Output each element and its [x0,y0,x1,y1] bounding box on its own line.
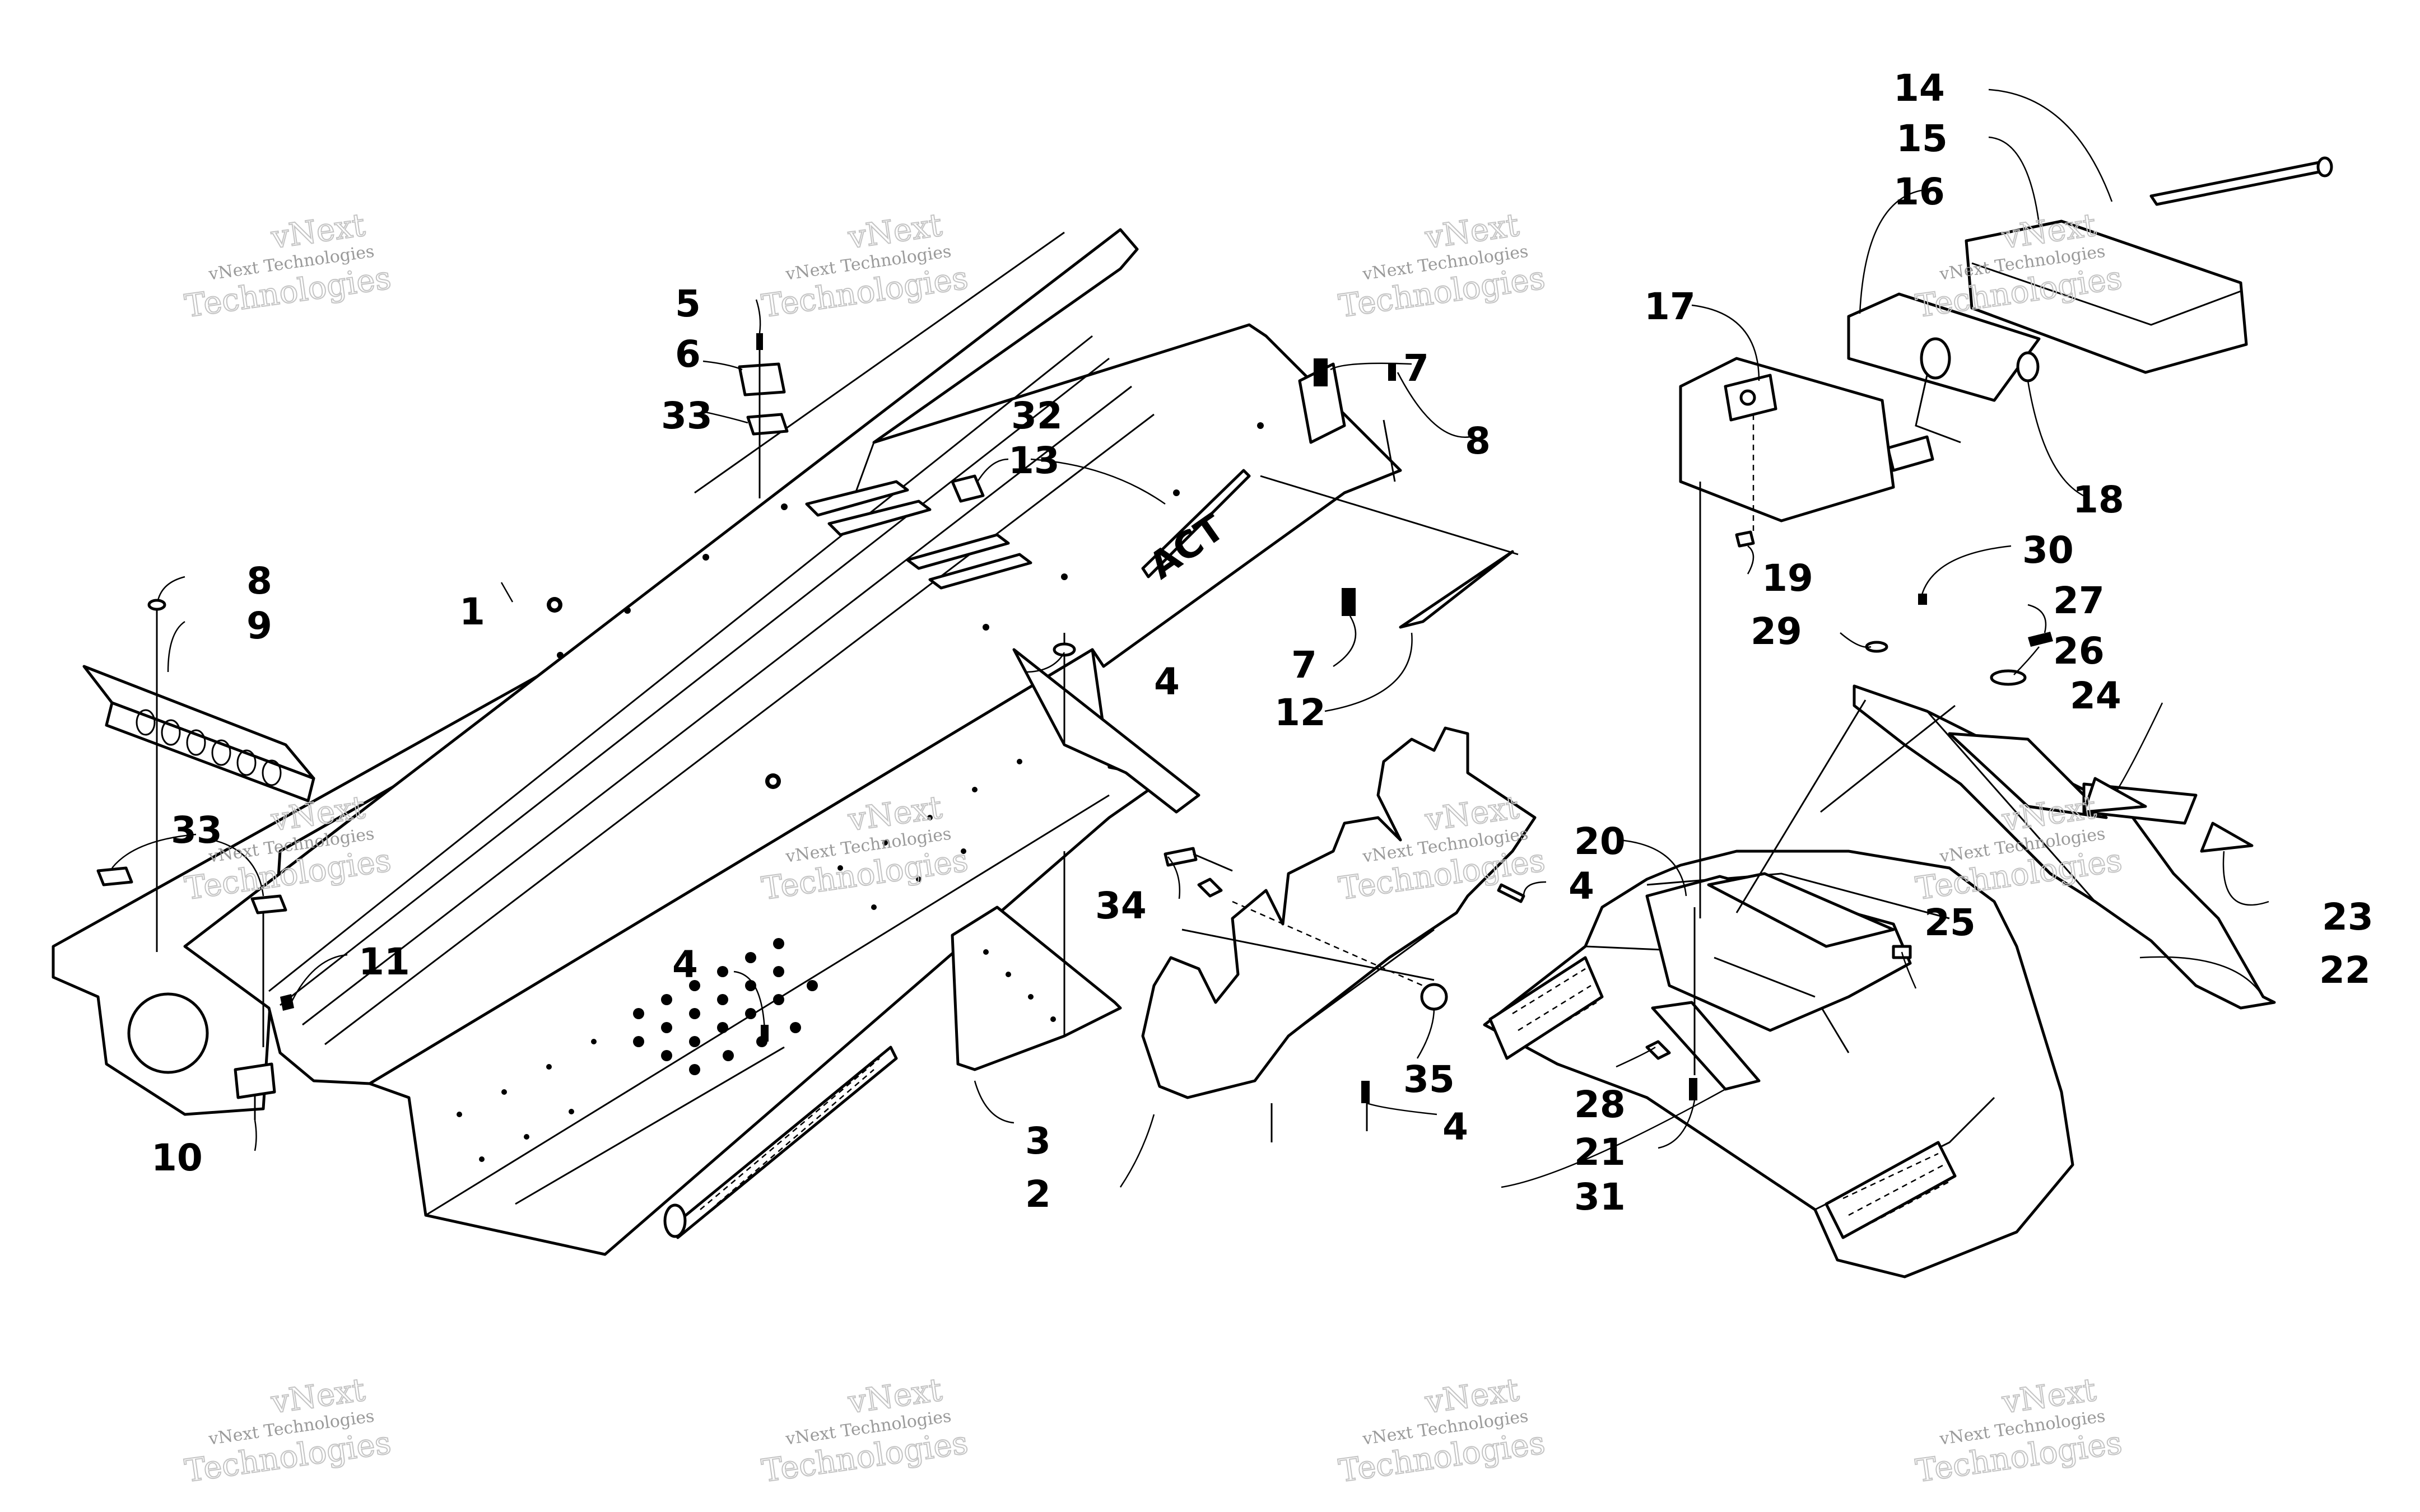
callout-7-a: 7 [1403,347,1429,390]
callout-15: 15 [1896,117,1948,160]
callout-19: 19 [1762,557,1813,600]
callout-30: 30 [2022,529,2074,572]
callout-7-b: 7 [1291,643,1317,687]
callout-20: 20 [1574,820,1626,863]
watermark-6: vNext Technologies vNext Technologies [759,788,971,907]
bracket-parts [761,633,1537,1142]
watermark-7: vNext Technologies vNext Technologies [1336,788,1548,907]
callout-33-b: 33 [171,809,222,852]
watermark-11: vNext Technologies vNext Technologies [1336,1371,1548,1490]
tunnel-rivets [547,422,1264,789]
callout-1: 1 [459,590,485,633]
watermark-9: vNext Technologies vNext Technologies [182,1371,394,1490]
callout-27: 27 [2053,579,2105,622]
callout-8-a: 8 [1465,419,1491,463]
callout-14: 14 [1893,67,1945,110]
watermark-1: vNext Technologies vNext Technologies [182,206,394,325]
callout-31: 31 [1574,1175,1626,1219]
callout-29: 29 [1751,610,1802,653]
callout-22: 22 [2319,949,2371,992]
callout-10: 10 [151,1136,203,1179]
callout-33-a: 33 [661,394,713,437]
callout-34: 34 [1095,884,1147,927]
callout-28: 28 [1574,1083,1626,1126]
watermark-8: vNext Technologies vNext Technologies [1913,788,2125,907]
watermark-12: vNext Technologies vNext Technologies [1913,1371,2125,1490]
watermark-5: vNext Technologies vNext Technologies [182,788,394,907]
callout-23: 23 [2322,895,2374,939]
callout-4-c: 4 [1442,1105,1468,1149]
step-grips [1488,956,1957,1239]
callout-9: 9 [246,604,272,647]
tail-light-assembly [1679,156,2333,918]
callout-labels: 1 2 3 4 4 4 4 5 6 7 7 8 8 9 10 11 12 13 … [151,67,2374,1219]
callout-26: 26 [2053,629,2105,673]
callout-32: 32 [1011,394,1063,437]
callout-12: 12 [1274,691,1326,734]
callout-16: 16 [1893,170,1945,213]
callout-13: 13 [1008,439,1060,482]
callout-4-b: 4 [672,943,698,986]
callout-35: 35 [1403,1058,1455,1101]
leader-lines [111,88,2269,1188]
front-hardware [82,333,789,1120]
callout-24: 24 [2070,674,2121,717]
callout-3: 3 [1025,1119,1051,1163]
skirt-holes [457,731,1067,1162]
watermark-2: vNext Technologies vNext Technologies [759,206,971,325]
callout-2: 2 [1025,1173,1051,1216]
rear-bumper [1483,850,2074,1278]
snow-flap [1735,594,2276,1010]
callout-5: 5 [675,282,701,325]
watermark-3: vNext Technologies vNext Technologies [1336,206,1548,325]
watermark-10: vNext Technologies vNext Technologies [759,1371,971,1490]
callout-6: 6 [675,333,701,376]
callout-4-a: 4 [1154,660,1180,703]
callout-25: 25 [1924,901,1976,944]
callout-17: 17 [1644,285,1696,328]
callout-8-b: 8 [246,559,272,603]
tunnel-assembly [52,228,1402,1256]
callout-18: 18 [2073,478,2124,521]
callout-21: 21 [1574,1131,1626,1174]
callout-11: 11 [359,940,410,983]
callout-4-d: 4 [1569,865,1594,908]
